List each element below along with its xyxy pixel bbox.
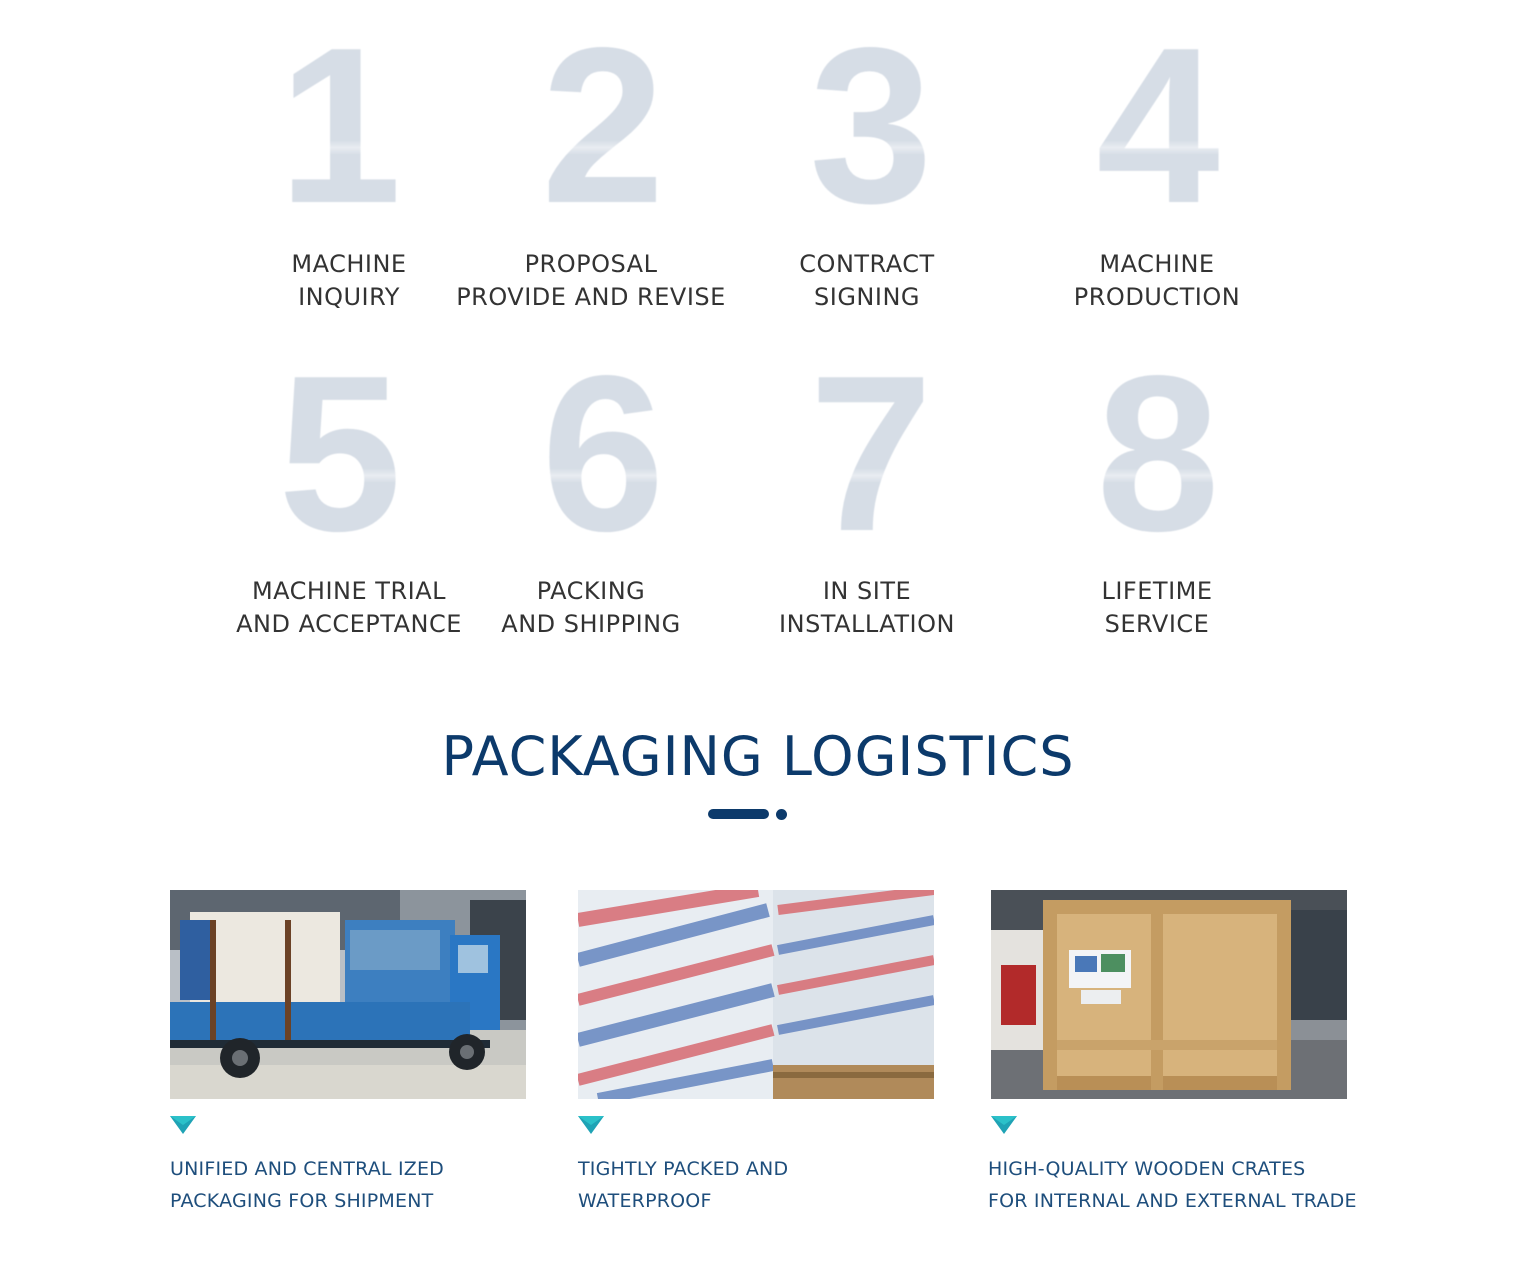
truck-illustration: [170, 890, 526, 1099]
step-label-line: PACKING: [536, 577, 646, 605]
wrapped-machine-photo: [578, 890, 934, 1099]
step-label-proposal: PROPOSAL PROVIDE AND REVISE: [441, 248, 741, 314]
step-label-line: PROVIDE AND REVISE: [456, 283, 726, 311]
wrapped-machine-illustration: [578, 890, 934, 1099]
caption-line: FOR INTERNAL AND EXTERNAL TRADE: [988, 1190, 1357, 1212]
step-number-8: 8: [1096, 330, 1220, 578]
caption-line: UNIFIED AND CENTRAL IZED: [170, 1158, 445, 1180]
wooden-crate-photo: [991, 890, 1347, 1099]
step-label-line: CONTRACT: [799, 250, 935, 278]
triangle-marker-icon: [170, 1116, 196, 1134]
step-label-line: PROPOSAL: [524, 250, 658, 278]
triangle-marker-icon: [578, 1116, 604, 1134]
caption-card-1: UNIFIED AND CENTRAL IZED PACKAGING FOR S…: [170, 1153, 550, 1217]
step-label-machine-production: MACHINE PRODUCTION: [1007, 248, 1307, 314]
step-number-4: 4: [1096, 2, 1220, 250]
step-label-in-site-installation: IN SITE INSTALLATION: [717, 575, 1017, 641]
step-label-line: MACHINE TRIAL: [251, 577, 447, 605]
triangle-marker-icon: [991, 1116, 1017, 1134]
section-title: PACKAGING LOGISTICS: [441, 725, 1075, 788]
step-number-3: 3: [809, 2, 933, 250]
step-label-line: INSTALLATION: [779, 610, 955, 638]
step-label-line: PRODUCTION: [1073, 283, 1241, 311]
step-label-contract-signing: CONTRACT SIGNING: [717, 248, 1017, 314]
caption-card-2: TIGHTLY PACKED AND WATERPROOF: [578, 1153, 958, 1217]
caption-line: WATERPROOF: [578, 1190, 712, 1212]
step-label-machine-inquiry: MACHINE INQUIRY: [199, 248, 499, 314]
step-label-lifetime-service: LIFETIME SERVICE: [1007, 575, 1307, 641]
step-label-line: MACHINE: [291, 250, 407, 278]
title-divider-bar: [708, 809, 769, 819]
step-number-7: 7: [809, 330, 933, 578]
caption-line: PACKAGING FOR SHIPMENT: [170, 1190, 434, 1212]
caption-card-3: HIGH-QUALITY WOODEN CRATES FOR INTERNAL …: [988, 1153, 1368, 1217]
step-number-1: 1: [278, 2, 402, 250]
step-label-line: SERVICE: [1104, 610, 1210, 638]
caption-line: TIGHTLY PACKED AND: [578, 1158, 789, 1180]
step-label-line: INQUIRY: [298, 283, 400, 311]
step-label-line: IN SITE: [822, 577, 912, 605]
step-number-2: 2: [541, 2, 665, 250]
step-label-machine-trial: MACHINE TRIAL AND ACCEPTANCE: [199, 575, 499, 641]
truck-shipment-photo: [170, 890, 526, 1099]
step-label-line: LIFETIME: [1101, 577, 1213, 605]
caption-line: HIGH-QUALITY WOODEN CRATES: [988, 1158, 1306, 1180]
wooden-crate-illustration: [991, 890, 1347, 1099]
step-label-line: MACHINE: [1099, 250, 1215, 278]
step-number-5: 5: [278, 330, 402, 578]
step-label-line: SIGNING: [814, 283, 920, 311]
step-label-line: AND SHIPPING: [501, 610, 681, 638]
step-label-packing-shipping: PACKING AND SHIPPING: [441, 575, 741, 641]
step-label-line: AND ACCEPTANCE: [236, 610, 462, 638]
title-divider-dot: [776, 809, 787, 820]
step-number-6: 6: [541, 330, 665, 578]
